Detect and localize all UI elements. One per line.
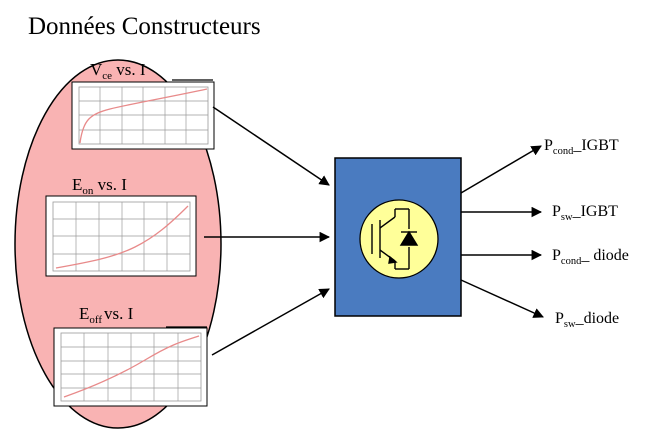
igbt-diode-icon bbox=[371, 208, 419, 270]
graph-vce-vs-i: Vce vs. I bbox=[71, 60, 215, 150]
graph-vce-label: Vce vs. I bbox=[90, 60, 146, 82]
output-psw-diode: Psw_diode bbox=[555, 310, 619, 330]
graph-eon-vs-i: Eon vs. I bbox=[45, 175, 197, 277]
arrow-psw-diode bbox=[460, 279, 544, 318]
graph-eon-label: Eon vs. I bbox=[72, 175, 127, 197]
output-pcond-igbt: Pcond_IGBT bbox=[544, 137, 619, 157]
diagram-title: Données Constructeurs bbox=[28, 13, 261, 40]
output-psw-igbt: Psw_IGBT bbox=[552, 203, 618, 223]
vce-curve bbox=[79, 88, 208, 144]
arrow-pcond-igbt bbox=[460, 145, 542, 194]
eon-curve bbox=[55, 205, 189, 269]
arrow-vce-to-model bbox=[212, 106, 330, 186]
eoff-curve bbox=[63, 335, 200, 398]
arrow-eoff-to-model bbox=[211, 288, 330, 356]
igbt-symbol-circle bbox=[359, 199, 439, 279]
output-pcond-diode: Pcond_ diode bbox=[552, 247, 629, 267]
